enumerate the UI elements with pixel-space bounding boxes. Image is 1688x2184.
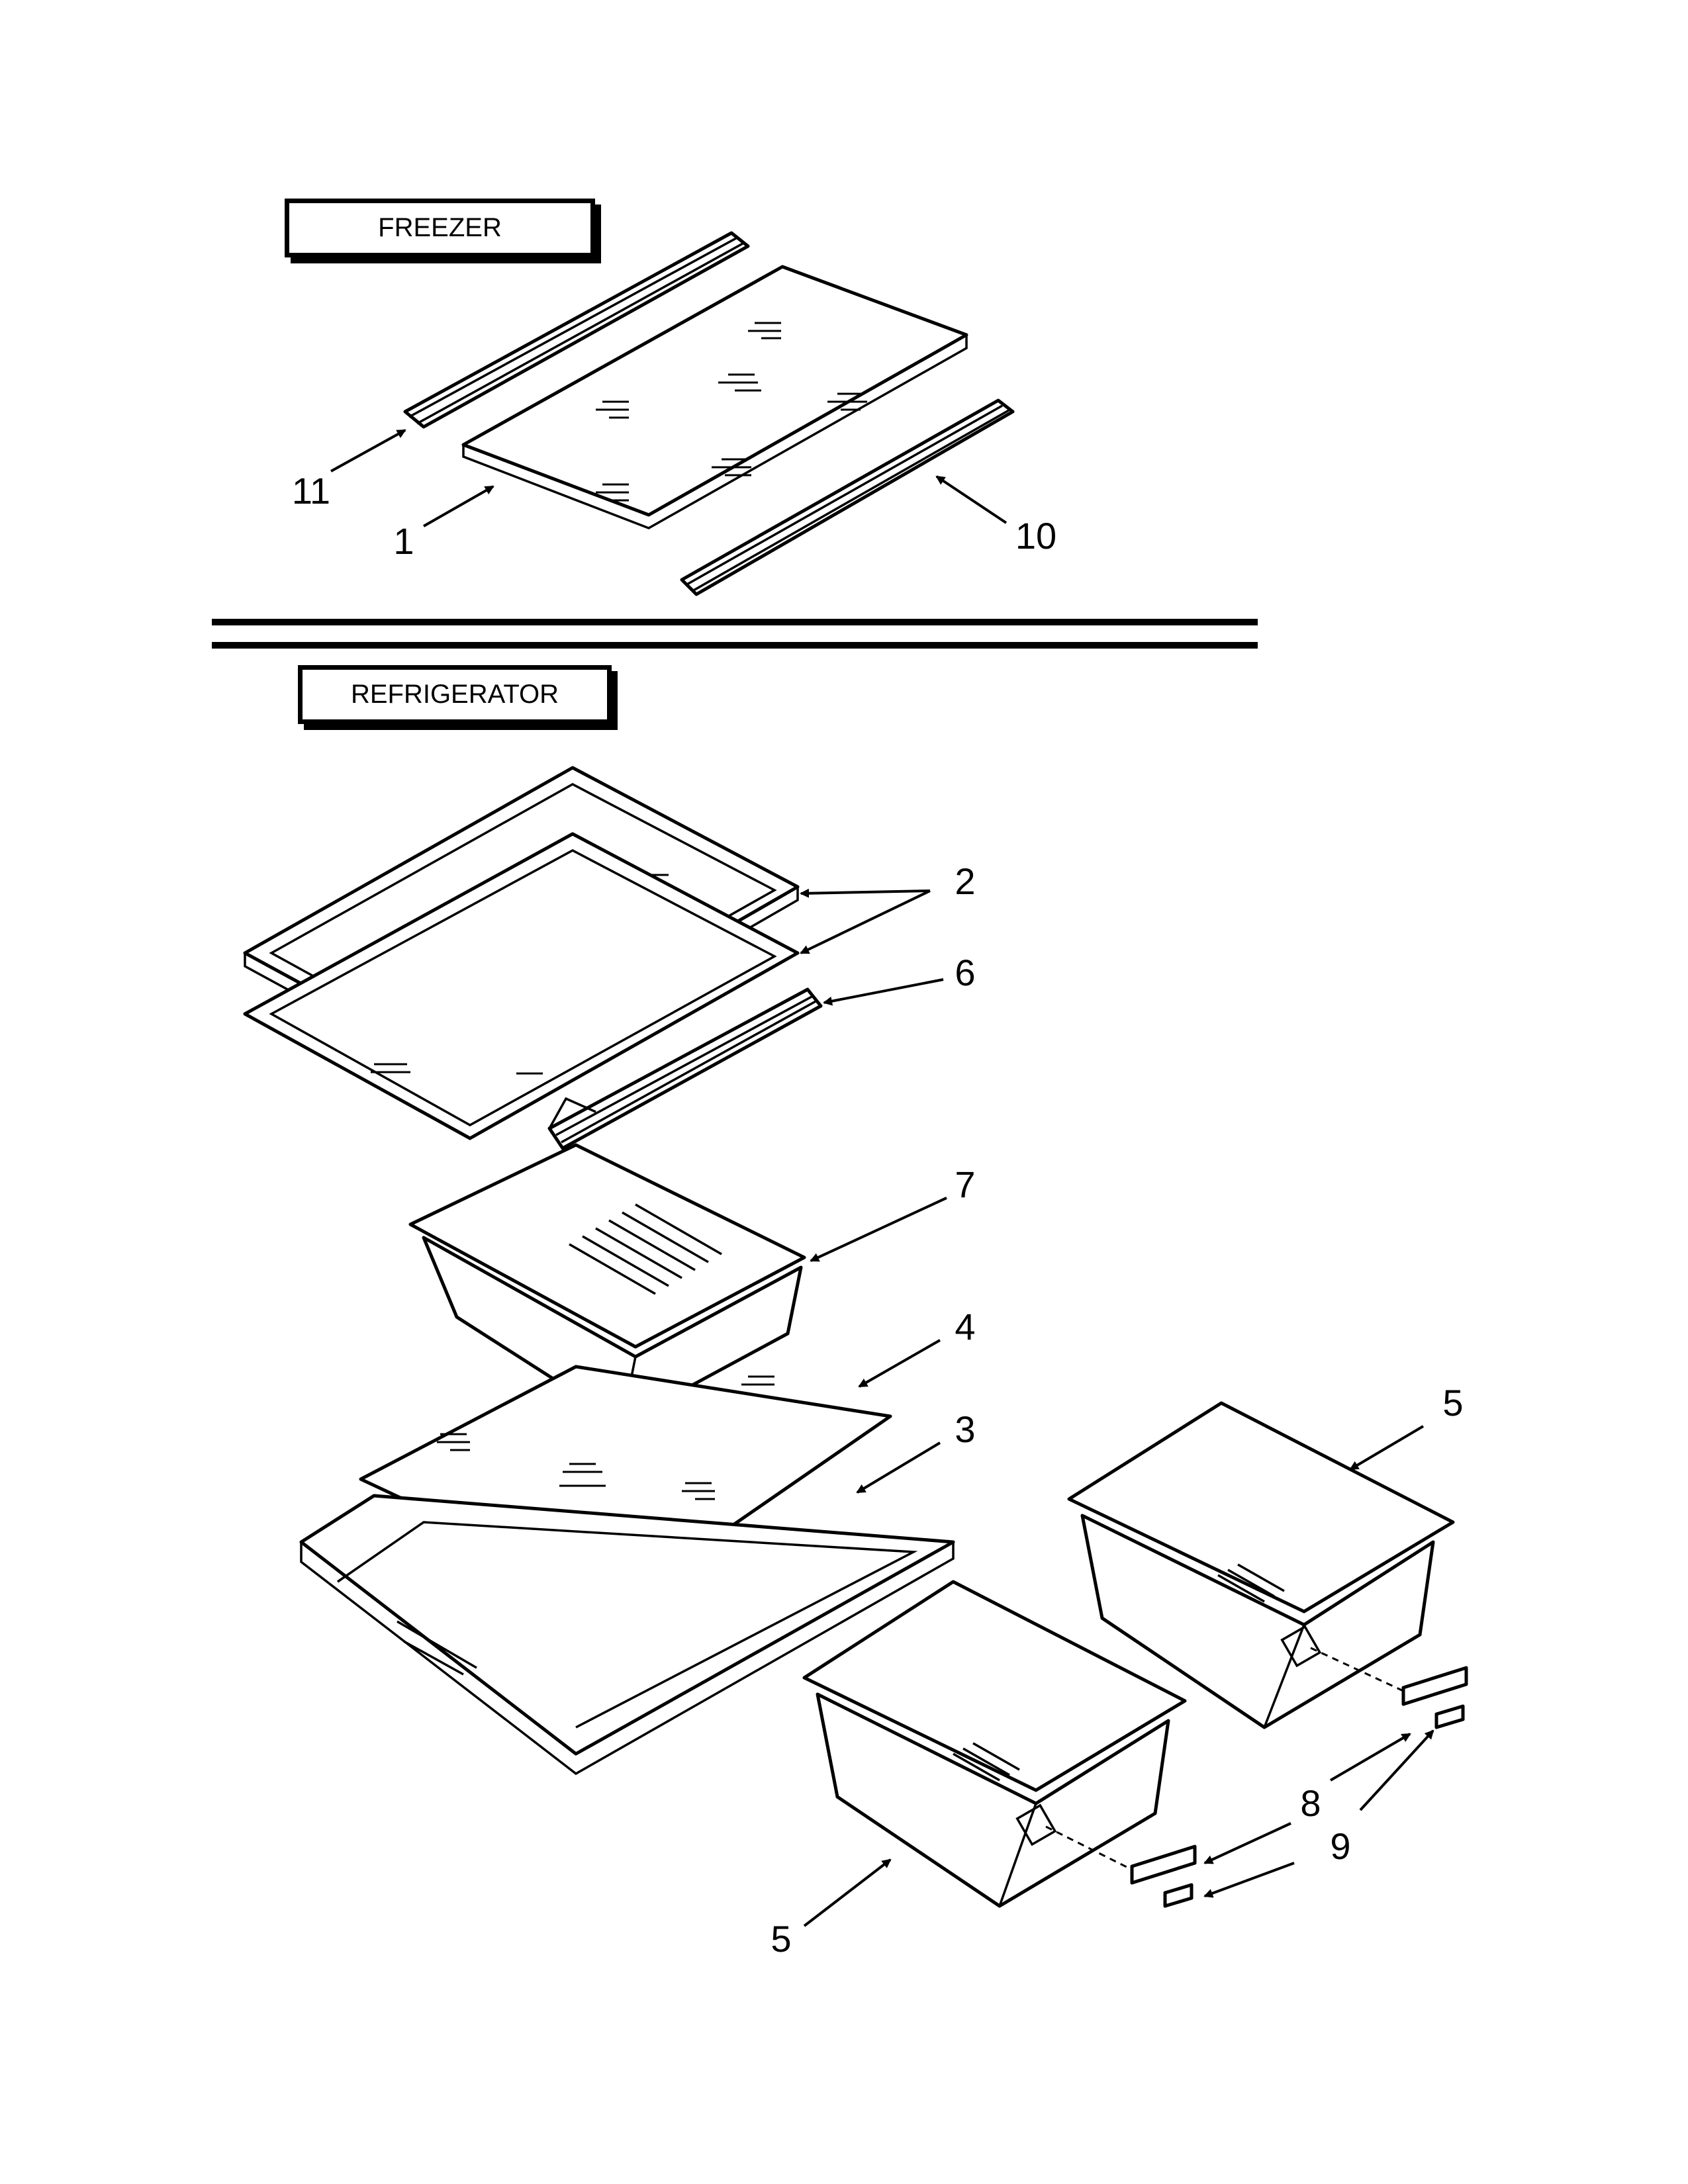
callout-11: 11 (291, 470, 331, 512)
callout-5-right: 5 (1442, 1382, 1464, 1424)
leader-arrows (330, 429, 1434, 1927)
glass-glint-marks (596, 322, 867, 502)
callout-9: 9 (1330, 1825, 1351, 1867)
callout-7: 7 (955, 1163, 976, 1205)
upper-crisper-pan (408, 1143, 806, 1425)
callout-4: 4 (955, 1306, 976, 1347)
crisper-cover-frame (299, 1494, 955, 1776)
freezer-rear-rail (403, 231, 750, 429)
freezer-section-label: FREEZER (285, 199, 595, 257)
callout-2: 2 (955, 860, 976, 902)
callout-1: 1 (393, 520, 414, 562)
callout-8: 8 (1300, 1782, 1321, 1824)
freezer-section-text: FREEZER (378, 213, 502, 242)
callout-10: 10 (1015, 515, 1057, 557)
refrigerator-section-text: REFRIGERATOR (350, 680, 559, 709)
callout-3: 3 (955, 1408, 976, 1450)
label-clips (1163, 1704, 1465, 1908)
assembly-dashed-lines (1045, 1647, 1404, 1871)
left-crisper-pan (802, 1580, 1187, 1908)
section-divider (212, 619, 1258, 649)
middle-glass-shelf (243, 832, 800, 1140)
freezer-front-rail (680, 398, 1015, 596)
refrigerator-section-label: REFRIGERATOR (298, 665, 612, 724)
callout-6: 6 (955, 952, 976, 993)
pan-ribs (569, 1203, 722, 1295)
right-crisper-pan (1067, 1401, 1455, 1729)
callout-5-left: 5 (771, 1918, 792, 1960)
freezer-glass-shelf (461, 265, 968, 529)
pan-labels (1130, 1666, 1468, 1885)
pan-cover-frame (547, 987, 823, 1150)
